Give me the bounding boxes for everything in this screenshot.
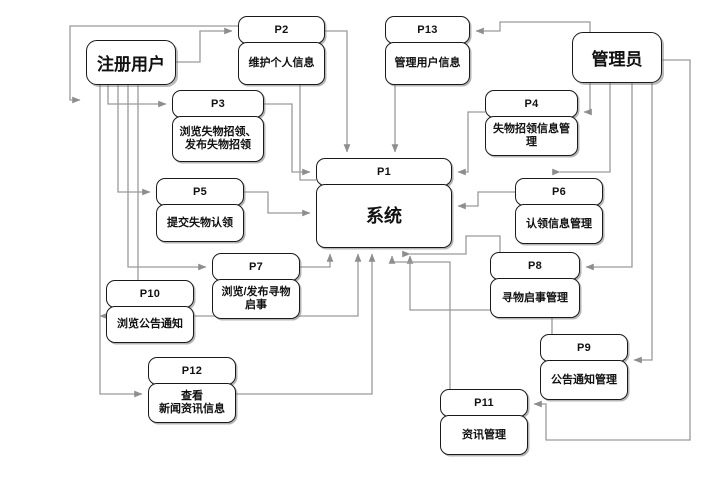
process-code-p6: P6 <box>515 178 603 206</box>
process-label-text: 公告通知管理 <box>551 373 617 386</box>
process-label-text: 寻物启事管理 <box>502 291 568 304</box>
process-code-text: P4 <box>524 98 539 110</box>
process-label-p11: 资讯管理 <box>440 415 528 455</box>
process-label-text: 系统 <box>366 205 402 226</box>
process-node-p2[interactable]: P2 维护个人信息 <box>238 16 325 85</box>
process-code-text: P10 <box>139 288 161 300</box>
process-code-p3: P3 <box>172 90 264 118</box>
process-label-p10: 浏览公告通知 <box>106 306 194 343</box>
process-code-p11: P11 <box>440 389 528 417</box>
process-label-p3: 浏览失物招领、发布失物招领 <box>172 116 264 162</box>
external-entity-registered-user[interactable]: 注册用户 <box>86 40 176 85</box>
process-code-p2: P2 <box>238 16 325 44</box>
process-code-p5: P5 <box>156 178 244 206</box>
process-label-text: 维护个人信息 <box>248 57 315 70</box>
process-code-text: P12 <box>181 365 203 377</box>
process-label-p6: 认领信息管理 <box>515 204 603 244</box>
process-label-text: 资讯管理 <box>462 428 506 441</box>
process-node-p4[interactable]: P4 失物招领信息管理 <box>485 90 578 156</box>
process-code-p8: P8 <box>490 252 580 280</box>
process-node-p3[interactable]: P3 浏览失物招领、发布失物招领 <box>172 90 264 162</box>
process-node-p6[interactable]: P6 认领信息管理 <box>515 178 603 244</box>
process-label-text: 失物招领信息管理 <box>493 123 570 148</box>
process-code-text: P9 <box>576 342 592 354</box>
process-code-p7: P7 <box>212 253 300 281</box>
process-code-text: P7 <box>248 261 264 273</box>
process-label-p8: 寻物启事管理 <box>490 278 580 318</box>
process-code-text: P2 <box>274 24 289 36</box>
process-label-p4: 失物招领信息管理 <box>485 116 578 156</box>
process-code-text: P6 <box>551 186 567 198</box>
process-label-p2: 维护个人信息 <box>238 42 325 85</box>
process-code-text: P11 <box>474 397 494 409</box>
process-code-p1: P1 <box>316 158 452 186</box>
process-node-p7[interactable]: P7 浏览/发布寻物启事 <box>212 253 300 319</box>
process-label-text: 浏览/发布寻物启事 <box>221 286 291 311</box>
process-label-text: 认领信息管理 <box>526 217 592 230</box>
process-label-text: 浏览公告通知 <box>117 318 183 331</box>
process-label-p5: 提交失物认领 <box>156 204 244 242</box>
process-label-p1: 系统 <box>316 184 452 248</box>
external-entity-label: 管理员 <box>591 50 643 69</box>
process-code-text: P5 <box>192 186 208 198</box>
process-label-text: 管理用户信息 <box>394 57 461 70</box>
process-label-p9: 公告通知管理 <box>540 360 628 400</box>
process-code-text: P3 <box>210 98 226 110</box>
process-label-text: 浏览失物招领、发布失物招领 <box>179 126 257 151</box>
external-entity-administrator[interactable]: 管理员 <box>572 32 662 83</box>
process-label-text: 查看 新闻资讯信息 <box>159 390 225 415</box>
process-label-p12: 查看 新闻资讯信息 <box>148 383 236 423</box>
process-code-p9: P9 <box>540 334 628 362</box>
process-node-p1[interactable]: P1 系统 <box>316 158 452 248</box>
process-code-p13: P13 <box>385 16 470 44</box>
process-label-text: 提交失物认领 <box>167 216 233 229</box>
process-node-p10[interactable]: P10 浏览公告通知 <box>106 280 194 343</box>
process-code-p12: P12 <box>148 357 236 385</box>
process-node-p9[interactable]: P9 公告通知管理 <box>540 334 628 400</box>
process-code-text: P8 <box>527 260 543 272</box>
process-node-p12[interactable]: P12 查看 新闻资讯信息 <box>148 357 236 423</box>
process-code-text: P1 <box>376 166 392 178</box>
external-entity-label: 注册用户 <box>97 55 165 74</box>
process-label-p7: 浏览/发布寻物启事 <box>212 279 300 319</box>
process-node-p11[interactable]: P11 资讯管理 <box>440 389 528 455</box>
process-code-text: P13 <box>417 24 438 36</box>
process-code-p10: P10 <box>106 280 194 308</box>
process-node-p5[interactable]: P5 提交失物认领 <box>156 178 244 242</box>
process-label-p13: 管理用户信息 <box>385 42 470 85</box>
process-node-p8[interactable]: P8 寻物启事管理 <box>490 252 580 318</box>
process-code-p4: P4 <box>485 90 578 118</box>
process-node-p13[interactable]: P13 管理用户信息 <box>385 16 470 85</box>
